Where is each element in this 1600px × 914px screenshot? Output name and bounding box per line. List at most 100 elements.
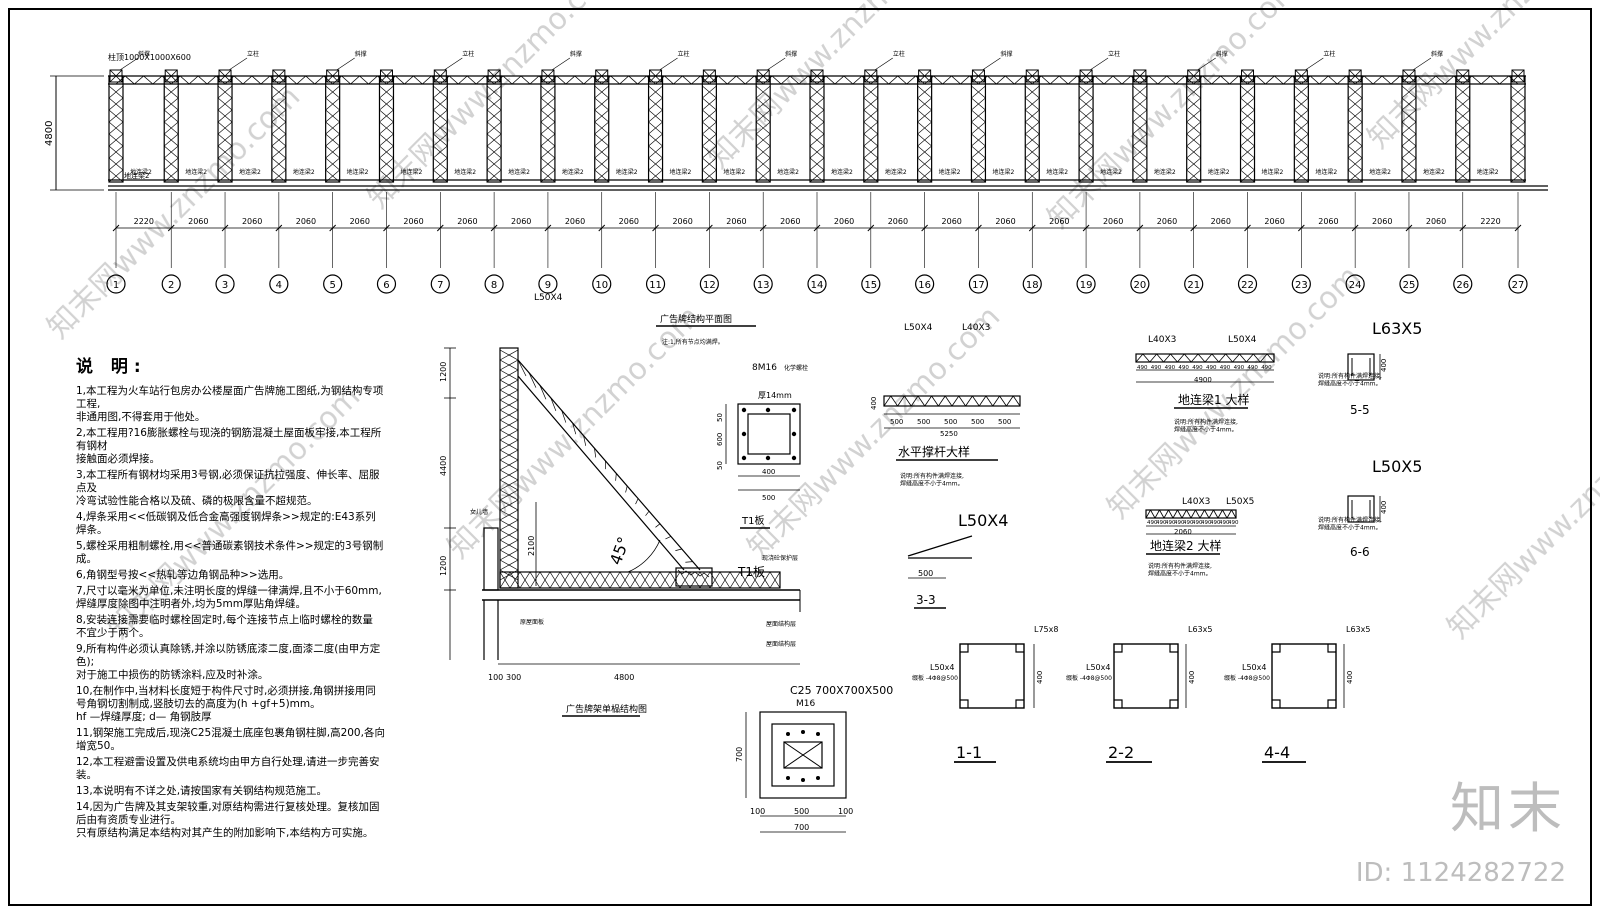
bottom-label: 地连梁2 <box>124 171 149 180</box>
strut-dim: 500 <box>917 418 930 426</box>
base-dim-100a: 100 <box>750 807 765 816</box>
note-item: 13,本说明有不详之处,请按国家有关钢结构规范施工。 <box>76 785 328 797</box>
b2-dim-total: 2060 <box>1174 528 1192 536</box>
note-item: 3,本工程所有钢材均采用3号钢,必须保证抗拉强度、伸长率、屈服点及 冷弯试验性能… <box>76 469 380 507</box>
strut-label-2: L40X3 <box>962 323 990 333</box>
bolt <box>741 431 747 437</box>
bolt <box>801 778 805 782</box>
axis-bubble <box>753 274 773 294</box>
beam-dim: 490 <box>1147 520 1158 526</box>
bolt <box>786 776 790 780</box>
s11-note2: 缀板 -4Φ8@500 <box>912 674 958 682</box>
member-callout: 斜撑 <box>355 50 367 58</box>
sec-dim-100: 100 <box>488 673 503 682</box>
bolt <box>791 407 797 413</box>
beam-dim: 490 <box>1174 520 1185 526</box>
beam-dim: 490 <box>1247 365 1258 371</box>
section-5-5: L63X5 400 说明:所有构件满焊连接,焊缝高度不小于4mm。 5-5 <box>1318 319 1422 417</box>
section-4-4: 400 L63x5 L50x4 缀板 -4Φ8@500 4-4 <box>1224 625 1370 763</box>
bolt <box>791 455 797 461</box>
member-callout: 斜撑 <box>1431 50 1443 58</box>
strut-dim: 500 <box>944 418 957 426</box>
note-item: 1,本工程为火车站行包房办公楼屋面广告牌施工图纸,为钢结构专项工程, 非通用图,… <box>76 385 384 423</box>
b1-title: 地连梁1 大样 <box>1178 392 1249 407</box>
note-item: 4,焊条采用<<低碳钢及低合金高强度钢焊条>>规定的:E43系列焊条。 <box>76 511 376 536</box>
axis-bubble <box>699 274 719 294</box>
beam-label: 地连梁2 <box>831 168 853 176</box>
axis-bubble <box>1399 274 1419 294</box>
span-dim: 2060 <box>888 217 908 226</box>
axis-bubble <box>1291 274 1311 294</box>
s55-angle: L63X5 <box>1372 319 1422 338</box>
b2-label-2: L50X5 <box>1226 497 1254 507</box>
axis-label: 8 <box>491 280 497 291</box>
span-dim: 2060 <box>242 217 262 226</box>
section-2-2: 400 L63x5 L50x4 缀板 -4Φ8@500 2-2 <box>1066 625 1212 763</box>
watermark-tile: 知末网www.znzmo.com <box>441 299 707 565</box>
s55-note: 说明:所有构件满焊连接,焊缝高度不小于4mm。 <box>1318 372 1382 388</box>
axis-bubble <box>269 274 289 294</box>
b2-label-1: L40X3 <box>1182 497 1210 507</box>
s22-title: 2-2 <box>1108 743 1134 762</box>
beam-label: 地连梁2 <box>1262 168 1284 176</box>
member-callout: 斜撑 <box>785 50 797 58</box>
note-item: 14,因为广告牌及其支架较重,对原结构需进行复核处理。复核加固后由有资质专业进行… <box>76 801 380 839</box>
b1-note: 说明:所有构件满焊连接,焊缝高度不小于4mm。 <box>1174 418 1238 434</box>
beam-label: 地连梁2 <box>1423 168 1445 176</box>
sec-dim-1200-top: 1200 <box>439 362 448 382</box>
span-dim: 2060 <box>995 217 1015 226</box>
watermark-id: ID: 1124282722 <box>1355 858 1566 888</box>
section-3-3: L50X4 500 3-3 <box>907 511 1008 609</box>
axis-label: 21 <box>1187 280 1200 291</box>
watermark-tile: 知末网www.znzmo.com <box>1361 0 1600 156</box>
axis-label: 26 <box>1456 280 1469 291</box>
axis-label: 7 <box>437 280 443 291</box>
span-dim: 2220 <box>134 217 154 226</box>
plan-bolt: 8M16 <box>752 363 777 373</box>
b1-label-1: L40X3 <box>1148 335 1176 345</box>
b1-label-2: L50X4 <box>1228 335 1257 345</box>
axis-bubble <box>915 274 935 294</box>
member-callout: 立柱 <box>1323 50 1335 58</box>
s44-note2: 缀板 -4Φ8@500 <box>1224 674 1270 682</box>
s22-inner: L50x4 <box>1086 663 1110 672</box>
strut-dim: 500 <box>890 418 903 426</box>
s44-dim: 400 <box>1346 671 1354 684</box>
base-dim-700v: 700 <box>735 747 744 762</box>
axis-label: 18 <box>1026 280 1039 291</box>
note-item: 6,角钢型号按<<热轧等边角钢品种>>选用。 <box>76 569 290 581</box>
axis-label: 10 <box>595 280 608 291</box>
axis-bubble <box>1130 274 1150 294</box>
b2-title: 地连梁2 大样 <box>1150 538 1221 553</box>
plan-dim-500: 500 <box>762 494 775 502</box>
beam-label: 地连梁2 <box>454 168 476 176</box>
base-bolt: M16 <box>796 699 815 709</box>
beam-label: 地连梁2 <box>992 168 1014 176</box>
beam-label: 地连梁2 <box>1477 168 1499 176</box>
s33-angle: L50X4 <box>958 511 1008 530</box>
span-dim: 2060 <box>834 217 854 226</box>
s33-dim: 500 <box>918 569 933 578</box>
bolt <box>765 455 771 461</box>
note-item: 10,在制作中,当材料长度短于构件尺寸时,必须拼接,角钢拼接用同 号角钢切割制成… <box>76 685 376 723</box>
span-dim: 2060 <box>1049 217 1069 226</box>
span-dim: 2060 <box>457 217 477 226</box>
axis-label: 16 <box>918 280 931 291</box>
member-callout: 立柱 <box>1108 50 1120 58</box>
axis-label: 24 <box>1349 280 1362 291</box>
base-dim-700h: 700 <box>794 823 809 832</box>
span-dim: 2060 <box>1103 217 1123 226</box>
axis-bubble <box>861 274 881 294</box>
beam-dim: 490 <box>1210 520 1221 526</box>
t1-label: T1板 <box>737 565 765 579</box>
elevation-height-dim: 4800 <box>44 121 55 146</box>
axis-bubble <box>968 274 989 294</box>
axis-bubble <box>376 274 397 294</box>
member-callout: 斜撑 <box>1216 50 1228 58</box>
span-dim: 2060 <box>350 217 370 226</box>
watermark-brand: 知末 <box>1450 777 1566 840</box>
base-detail: C25 700X700X500 M16 700 100 500 100 700 <box>735 684 893 833</box>
axis-bubble <box>215 274 235 294</box>
